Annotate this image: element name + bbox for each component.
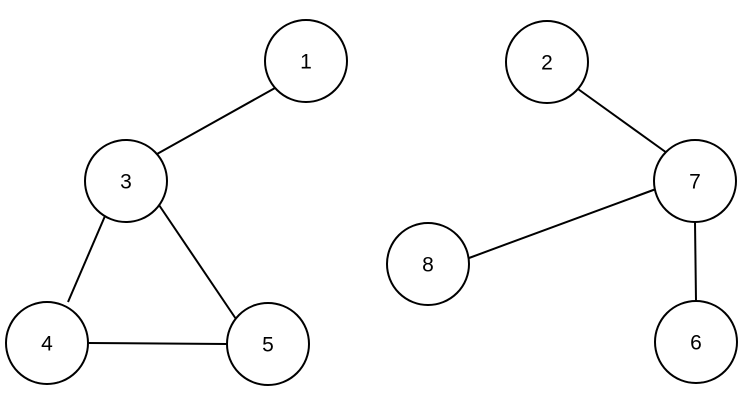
graph-node-label-1: 1 bbox=[300, 51, 312, 74]
graph-node-2[interactable]: 2 bbox=[505, 20, 589, 104]
graph-node-label-7: 7 bbox=[689, 171, 701, 194]
graph-node-circle-6[interactable] bbox=[654, 300, 738, 384]
graph-node-circle-3[interactable] bbox=[84, 139, 168, 223]
graph-node-label-2: 2 bbox=[541, 52, 553, 75]
graph-node-6[interactable]: 6 bbox=[654, 300, 738, 384]
graph-edge-4-5 bbox=[87, 342, 228, 345]
graph-node-circle-1[interactable] bbox=[264, 19, 348, 103]
graph-node-label-5: 5 bbox=[262, 334, 274, 357]
graph-node-5[interactable]: 5 bbox=[226, 302, 310, 386]
graph-node-label-3: 3 bbox=[120, 171, 132, 194]
graph-node-label-6: 6 bbox=[690, 332, 702, 355]
graph-node-circle-2[interactable] bbox=[505, 20, 589, 104]
graph-edge-2-7 bbox=[577, 88, 668, 154]
graph-node-7[interactable]: 7 bbox=[653, 139, 737, 223]
graph-node-circle-7[interactable] bbox=[653, 139, 737, 223]
graph-edge-1-3 bbox=[156, 87, 276, 155]
graph-edge-3-4 bbox=[67, 215, 106, 303]
graph-edge-7-6 bbox=[694, 221, 697, 302]
graph-edge-7-8 bbox=[468, 188, 657, 259]
graph-node-circle-4[interactable] bbox=[5, 301, 89, 385]
graph-node-3[interactable]: 3 bbox=[84, 139, 168, 223]
graph-node-label-8: 8 bbox=[422, 254, 434, 277]
node-layer: 1 3 4 5 2 7 8 6 bbox=[5, 19, 738, 386]
graph-node-circle-5[interactable] bbox=[226, 302, 310, 386]
graph-node-label-4: 4 bbox=[41, 333, 53, 356]
graph-node-1[interactable]: 1 bbox=[264, 19, 348, 103]
graph-node-4[interactable]: 4 bbox=[5, 301, 89, 385]
edge-layer bbox=[67, 87, 697, 345]
graph-node-8[interactable]: 8 bbox=[386, 222, 470, 306]
graph-node-circle-8[interactable] bbox=[386, 222, 470, 306]
graph-edge-3-5 bbox=[158, 204, 237, 320]
